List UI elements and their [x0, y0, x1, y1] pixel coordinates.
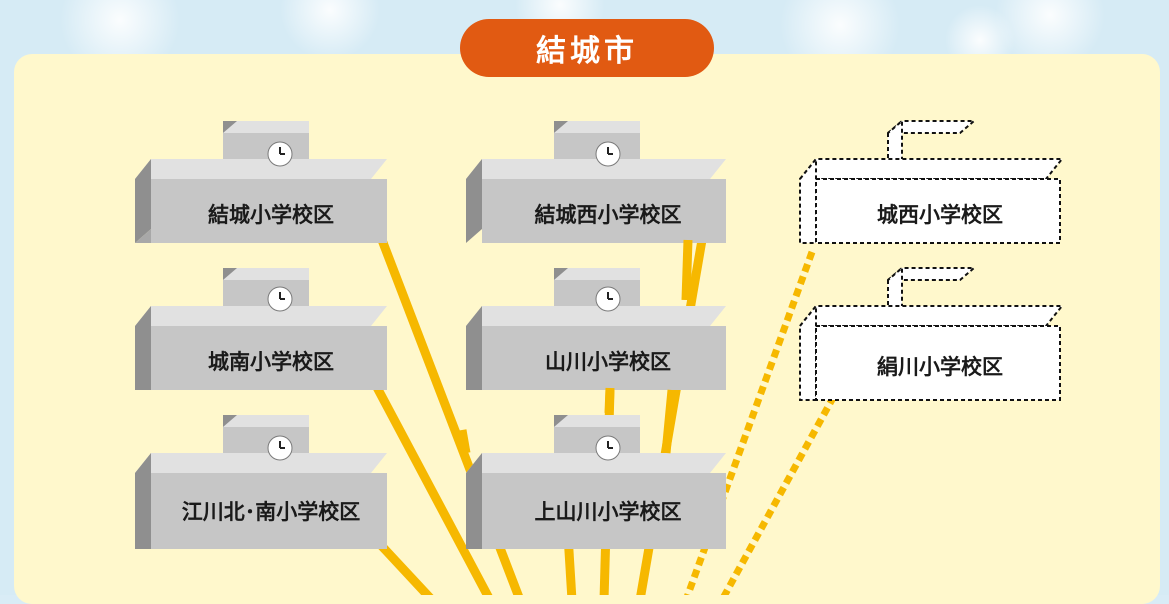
- clock-icon: [595, 435, 621, 461]
- school-building: [466, 121, 726, 243]
- connector-line-planned: [684, 250, 816, 595]
- clock-icon: [267, 435, 293, 461]
- school-label-jonan: 城南小学校区: [208, 350, 334, 374]
- school-label-kinugawa: 絹川小学校区: [877, 355, 1003, 379]
- school-label-yuki-nishi: 結城西小学校区: [534, 203, 682, 227]
- school-label-yamakawa: 山川小学校区: [545, 350, 671, 374]
- school-label-kamiyamakawa: 上山川小学校区: [534, 500, 682, 524]
- school-building: [135, 121, 387, 243]
- school-label-josai: 城西小学校区: [877, 203, 1003, 227]
- connector-line: [368, 375, 493, 595]
- school-building: [466, 415, 726, 549]
- city-name-banner: 結城市: [460, 19, 714, 77]
- connector-line: [457, 429, 471, 454]
- clock-icon: [267, 141, 293, 167]
- connector-overlay: [457, 239, 693, 454]
- connector-line-planned: [720, 383, 844, 595]
- clock-icon: [595, 286, 621, 312]
- connector-line: [604, 387, 615, 414]
- school-label-yuki: 結城小学校区: [208, 203, 334, 227]
- connector-line: [681, 239, 693, 301]
- connector-line: [661, 389, 677, 454]
- school-building: [135, 268, 387, 390]
- planned-school-building: [797, 265, 1065, 401]
- clock-icon: [595, 141, 621, 167]
- planned-school-building: [797, 118, 1065, 244]
- clock-icon: [267, 286, 293, 312]
- school-building: [135, 415, 387, 549]
- school-building: [466, 268, 726, 390]
- school-label-egawa: 江川北･南小学校区: [181, 500, 361, 524]
